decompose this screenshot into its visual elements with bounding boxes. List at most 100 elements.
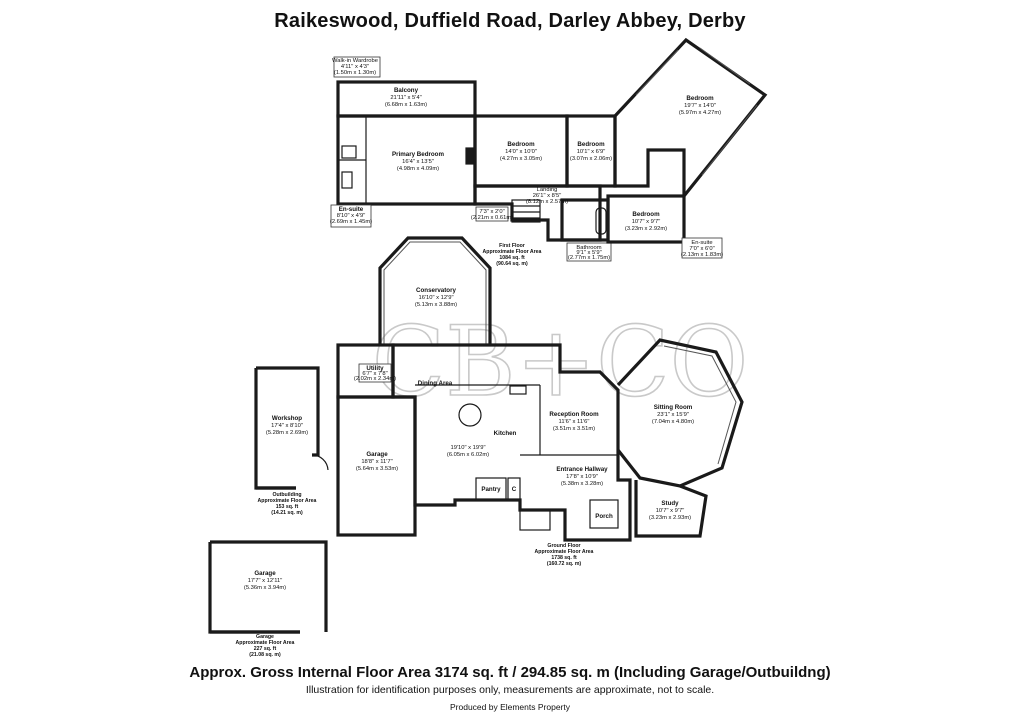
ensuite-2-outline [613,116,686,196]
balcony-size-imp: 21'11" x 5'4" [390,95,421,101]
workshop-size-imp: 17'4" x 8'10" [271,423,303,429]
entrance-hallway-label: Entrance Hallway [556,466,608,473]
outbuilding-area-line3: 153 sq. ft [276,504,299,510]
attached-garage-label: Garage [366,451,388,458]
bathroom-size-met: (2.77m x 1.75m) [568,255,610,261]
attached-garage-size-imp: 18'8" x 11'7" [361,459,392,465]
bedroom-4-outline [613,37,768,198]
outbuilding-area-line4: (14.21 sq. m) [271,510,303,516]
ensuite-1-size-met: (2.69m x 1.45m) [330,219,372,225]
walk-in-size-met: (1.50m x 1.30m) [334,70,376,76]
entrance-hallway-size-imp: 17'8" x 10'9" [566,474,598,480]
study-outline [634,480,708,538]
garage-area-line4: (21.08 sq. m) [249,652,281,658]
bedroom-5-size-met: (3.23m x 2.92m) [625,226,667,232]
primary-bedroom-label: Primary Bedroom [392,151,444,158]
plan-title: Raikeswood, Duffield Road, Darley Abbey,… [274,10,746,32]
ground-floor-area-line2: Approximate Floor Area [535,549,594,555]
entrance-hallway-size-met: (5.38m x 3.28m) [561,481,603,487]
first-floor-area-line4: (90.64 sq. m) [496,261,528,267]
garage-area-line1: Garage [256,634,274,640]
bedroom-5-size-imp: 10'7" x 9'7" [632,219,661,225]
reception-room-label: Reception Room [549,411,599,418]
pantry-label: Pantry [481,486,501,493]
first-floor-area-line2: Approximate Floor Area [483,249,542,255]
workshop-size-met: (5.28m x 2.69m) [266,430,308,436]
landing-label: Landing [537,187,558,193]
ground-floor-plan [336,236,744,542]
total-floor-area: Approx. Gross Internal Floor Area 3174 s… [189,664,831,681]
ensuite-1-label: En-suite [339,206,364,213]
sitting-room-outline [616,338,744,488]
bedroom-4-size-met: (5.97m x 4.27m) [679,110,721,116]
balcony-size-met: (6.68m x 1.63m) [385,102,427,108]
kitchen-size-met: (6.05m x 6.02m) [447,452,489,458]
store-size-met: (2.21m x 0.61m) [471,215,513,221]
kitchen-label: Kitchen [494,430,517,437]
conservatory-outline [378,236,492,345]
walk-in-wardrobe-box [333,56,381,78]
walk-in-label: Walk-in Wardrobe [332,58,378,64]
utility-size-imp: 6'7" x 7'8" [362,371,387,377]
bedroom-2-label: Bedroom [507,141,535,148]
reception-room-size-imp: 11'6" x 11'6" [559,419,590,425]
workshop-label: Workshop [272,415,302,422]
ground-floor-area-line1: Ground Floor [547,543,580,549]
ensuite-2-size-met: (2.13m x 1.83m) [681,252,723,258]
porch-label: Porch [595,513,613,520]
dining-area-label: Dining Area [418,380,453,387]
first-floor-area-line1: First Floor [499,243,525,249]
ground-floor-area-line3: 1738 sq. ft [551,555,577,561]
kitchen-size-imp: 19'10" x 19'9" [450,445,485,451]
ensuite-2-box [681,237,723,259]
sitting-room-label: Sitting Room [654,404,693,411]
study-size-met: (3.23m x 2.93m) [649,515,691,521]
bathroom-size-imp: 9'1" x 5'9" [576,250,601,256]
landing-size-imp: 26'1" x 8'5" [533,193,562,199]
landing-size-met: (8.12m x 2.57m) [526,199,568,205]
bedroom-3-label: Bedroom [577,141,605,148]
sitting-room-size-met: (7.04m x 4.80m) [652,419,694,425]
walk-in-size-imp: 4'11" x 4'3" [341,64,369,70]
utility-box [358,363,392,383]
store-box [475,206,509,222]
detached-garage-size-imp: 17'7" x 12'11" [248,578,283,584]
cupboard-label: C [512,486,517,493]
bedroom-4-size-imp: 19'7" x 14'0" [684,103,716,109]
reception-room-size-met: (3.51m x 3.51m) [553,426,595,432]
study-size-imp: 10'7" x 9'7" [656,508,685,514]
bedroom-3-size-met: (3.07m x 2.06m) [570,156,612,162]
bathroom-label: Bathroom [576,245,601,251]
conservatory-size-met: (5.13m x 3.88m) [415,302,457,308]
utility-label: Utility [366,365,384,372]
primary-bedroom-size-imp: 16'4" x 13'5" [402,159,434,165]
primary-bedroom-size-met: (4.98m x 4.09m) [397,166,439,172]
outbuilding-area-line1: Outbuilding [272,492,301,498]
first-floor-area-line3: 1084 sq. ft [499,255,525,261]
bedroom-3-size-imp: 10'1" x 6'9" [577,149,606,155]
bedroom-5-label: Bedroom [632,211,660,218]
detached-garage-plan [208,540,328,634]
sitting-room-size-imp: 23'1" x 15'9" [657,412,689,418]
ensuite-1-size-imp: 8'10" x 4'9" [337,213,366,219]
bedroom-4-label: Bedroom [686,95,714,102]
bedroom-2-size-imp: 14'0" x 10'0" [505,149,537,155]
ground-floor-area-line4: (160.72 sq. m) [547,561,582,567]
outbuilding-area-line2: Approximate Floor Area [258,498,317,504]
disclaimer-note: Illustration for identification purposes… [305,684,715,696]
attached-garage-size-met: (5.64m x 3.53m) [356,466,398,472]
ensuite-2-label: En-suite [691,240,712,246]
utility-size-met: (2.02m x 2.34m) [354,376,396,382]
ensuite-box [330,204,372,228]
bathroom-box [566,242,612,262]
store-size-imp: 7'3" x 2'0" [479,209,504,215]
first-floor-plan [330,37,768,262]
detached-garage-size-met: (5.36m x 3.94m) [244,585,286,591]
balcony-label: Balcony [394,87,419,94]
outbuilding-plan [254,366,329,490]
attached-garage-outline [336,395,417,537]
study-label: Study [661,500,679,507]
ensuite-2-size-imp: 7'0" x 6'0" [689,246,714,252]
bedroom-2-size-met: (4.27m x 3.05m) [500,156,542,162]
